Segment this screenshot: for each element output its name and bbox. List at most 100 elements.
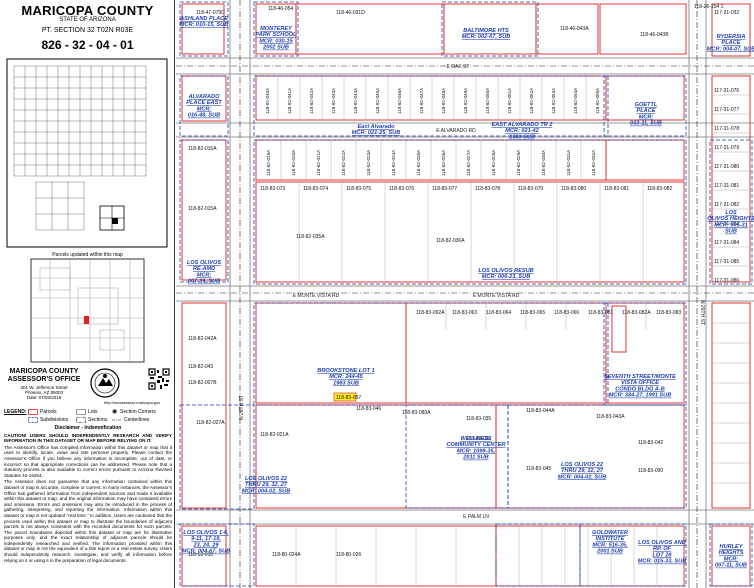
parcel-label: 118-80-026 [336,552,361,558]
parcel-label: 118-83-044A [526,408,555,414]
parcel-label: 118-82-036A [436,238,465,244]
lot-label: 118-82-021A [316,149,321,176]
parcel-label: 117-31-085 [714,259,739,265]
legend: LEGEND: Parcels Lots ◉ Section Corners S… [4,408,172,426]
parcel-label: 117-31-079 [714,145,739,151]
lot-label: 118-82-044A [353,87,358,114]
parcel-label: 117-31-081 [714,183,739,189]
parcel-label: 118-83-045 [526,466,551,472]
parcel-label: 118-83-090 [638,468,663,474]
parcel-label: 118-83-046 [356,406,381,412]
lot-label: 118-82-054A [573,87,578,114]
parcel-label: 118-46-031D [336,10,365,16]
parcel-label: 118-83-042 [638,440,663,446]
lot-label: 118-82-052A [529,87,534,114]
section-title: PT. SECTION 32 T02N R03E [41,27,134,34]
parcel-label: 118-83-092A [416,310,445,316]
lot-label: 118-82-019A [266,149,271,176]
legend-sections: Sections [88,417,108,423]
street-alvarado: E ALVARADO RD [436,128,476,134]
county-title: MARICOPA COUNTY [21,3,154,18]
parcel-label: 118-83-082 [647,186,672,192]
highlighted-parcel[interactable] [333,392,357,402]
parcel-label: 118-80-024A [272,552,301,558]
parcel-map[interactable]: 118-83-057 E OAK ST E ALVARADO RD E MONT… [176,0,754,588]
lot-label: 118-82-043A [331,87,336,114]
disclaimer-p1: The Assessor's Office has compiled infor… [4,444,172,478]
assessor-url[interactable]: http://mcassessor.maricopa.gov [104,400,161,405]
centerline-swatch [112,419,122,421]
lot-label: 118-82-023A [366,149,371,176]
parcel-label: 118-82-021A [260,432,289,438]
parcel-label: 117-31-084 [714,240,739,246]
parcel-boundaries [181,3,751,587]
disclaimer: Disclaimer - Indemnification CAUTION! US… [4,425,172,586]
parcel-label: 118-83-083 [656,310,681,316]
lot-label: 118-82-020A [291,149,296,176]
assessor-date: Date: 07/03/2018 [26,395,62,400]
parcel-label: 118-46-054 [268,6,293,12]
parcel-label: 118-83-078 [475,186,500,192]
lot-label: 118-82-030A [541,149,546,176]
parcel-label: 118-52-010 [188,552,213,558]
disclaimer-caution: CAUTION! USERS SHOULD INDEPENDENTLY RESE… [4,432,172,444]
parcel-label: 118-83-075 [346,186,371,192]
parcel-label: 118-83-035 [466,416,491,422]
disclaimer-p2: The Assessor does not guarantee that any… [4,479,172,563]
subdivisions-swatch [28,417,38,423]
street-n28: N 28TH ST [239,395,245,420]
parcel-label: 118-26-154 1 [694,4,724,10]
subdivision-boundaries [179,1,753,587]
book-map-number: 826 - 32 - 04 - 01 [41,38,134,52]
street-n29: N 29TH ST [699,300,705,325]
parcel-label: 118-83-079 [518,186,543,192]
legend-parcels: Parcels [40,409,57,415]
parcel-label: 118-83-063 [452,310,477,316]
lot-label: 118-82-041A [287,87,292,114]
parcel-label: 117-31-076 [714,88,739,94]
parcels-swatch [28,409,38,415]
legend-title: LEGEND: [4,409,27,415]
parcel-label: 117-31-032 [714,10,739,16]
county-seal-icon [90,368,120,398]
legend-section-corners: Section Corners [120,409,156,415]
parcel-label: 118-83-036 [466,436,491,442]
lot-label: 118-82-027A [466,149,471,176]
right-column-labels: 117-31-076117-31-077117-31-078117-31-079… [714,88,739,284]
section-lines [176,0,754,588]
legend-subdivisions: Subdivisions [40,417,69,423]
parcel-label: 117-31-077 [714,107,739,113]
lot-label: 118-82-026A [441,149,446,176]
info-panel: MARICOPA COUNTY STATE OF ARIZONA PT. SEC… [0,0,175,588]
parcel-label: 118-46-043B [640,32,669,38]
qr-code-icon[interactable] [148,368,170,390]
street-palm: E PALM LN [463,514,489,520]
lot-label: 118-82-050A [485,87,490,114]
street-oak: E OAK ST [446,64,469,70]
section-corner-icon: ◉ [112,409,118,415]
lot-label: 118-82-022A [341,149,346,176]
lot-label: 118-82-053A [551,87,556,114]
assessor-address-2: Phoenix, AZ 85003 [24,390,64,395]
parcel-label: 118-82-042A [188,336,217,342]
parcel-label: 117-31-086 [714,278,739,284]
assessor-office: ASSESSOR'S OFFICE [7,376,81,383]
parcel-update-map [30,258,145,363]
alvarado-lot-labels: 118-82-019A 118-82-020A 118-82-021A 118-82-… [266,149,596,176]
